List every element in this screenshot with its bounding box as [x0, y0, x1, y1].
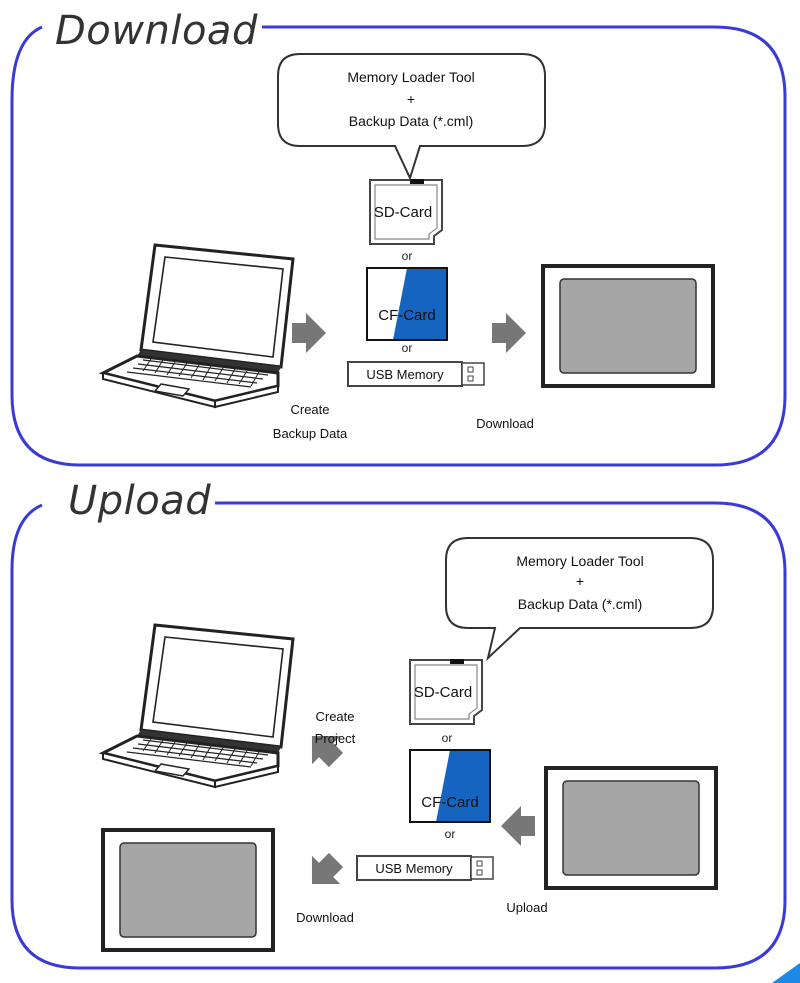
- upload-or-1: or: [442, 731, 453, 745]
- download-panel: Download Memory Loader Tool + Backup Dat…: [10, 8, 787, 467]
- upload-usb-label: USB Memory: [375, 861, 453, 876]
- download-hmi-panel-icon: [541, 264, 715, 388]
- upload-create-line1: Create: [315, 709, 354, 724]
- upload-arrow-to-panel-icon: [297, 845, 351, 899]
- upload-laptop-icon: [101, 623, 295, 789]
- download-action-label: Download: [476, 416, 534, 431]
- upload-cf-card-icon: CF-Card: [409, 749, 491, 823]
- upload-sd-card-icon: SD-Card: [409, 658, 483, 725]
- download-or-2: or: [402, 341, 413, 355]
- upload-usb-memory-icon: USB Memory: [356, 855, 494, 881]
- download-cf-card-icon: CF-Card: [366, 267, 448, 341]
- upload-cf-label: CF-Card: [421, 794, 479, 811]
- upload-destination-panel-icon: [101, 828, 275, 952]
- download-create-line2: Backup Data: [273, 426, 348, 441]
- download-title: Download: [55, 8, 258, 54]
- download-or-1: or: [402, 249, 413, 263]
- upload-bubble-line2: Backup Data (*.cml): [518, 596, 642, 612]
- download-usb-label: USB Memory: [366, 367, 444, 382]
- upload-action-label: Upload: [506, 900, 547, 915]
- download-cf-label: CF-Card: [378, 307, 436, 324]
- upload-source-panel-icon: [544, 766, 718, 890]
- upload-bubble-plus: +: [576, 573, 584, 589]
- download-sd-label: SD-Card: [374, 204, 432, 221]
- download-arrow-to-panel-icon: [492, 313, 526, 353]
- corner-accent-shape: [772, 963, 800, 983]
- download-callout-bubble: Memory Loader Tool + Backup Data (*.cml): [277, 53, 546, 181]
- download-arrow-to-media-icon: [292, 313, 326, 353]
- upload-bubble-line1: Memory Loader Tool: [516, 553, 643, 569]
- upload-callout-bubble: Memory Loader Tool + Backup Data (*.cml): [445, 537, 714, 661]
- upload-arrow-to-media-icon: [501, 806, 535, 846]
- download-laptop-icon: [101, 243, 295, 409]
- upload-create-line2: Project: [315, 731, 356, 746]
- upload-or-2: or: [445, 827, 456, 841]
- upload-arrow-to-laptop-icon: [297, 721, 351, 775]
- download-create-line1: Create: [290, 402, 329, 417]
- upload-download-label: Download: [296, 910, 354, 925]
- upload-title: Upload: [68, 478, 211, 524]
- download-bubble-line1: Memory Loader Tool: [347, 69, 474, 85]
- download-bubble-line2: Backup Data (*.cml): [349, 113, 473, 129]
- download-bubble-plus: +: [407, 91, 415, 107]
- upload-frame: [10, 501, 787, 970]
- upload-panel: Upload Memory Loader Tool + Backup Data …: [10, 478, 787, 970]
- download-frame: [10, 25, 787, 467]
- download-usb-memory-icon: USB Memory: [347, 361, 485, 387]
- upload-sd-label: SD-Card: [414, 684, 472, 701]
- download-sd-card-icon: SD-Card: [369, 178, 443, 245]
